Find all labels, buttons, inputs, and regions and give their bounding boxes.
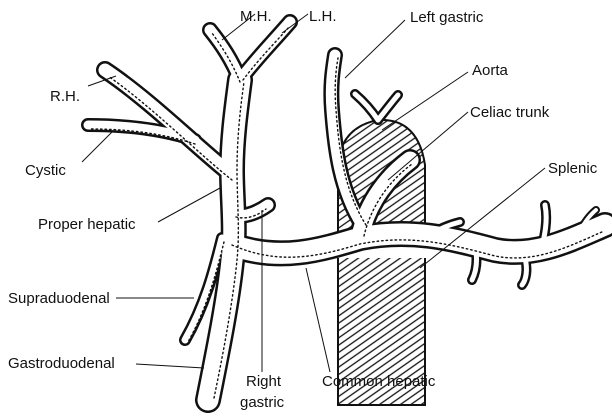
label-celiac-trunk: Celiac trunk — [470, 104, 549, 121]
label-proper-hepatic: Proper hepatic — [38, 216, 136, 233]
label-cystic: Cystic — [25, 162, 66, 179]
label-left-gastric: Left gastric — [410, 9, 483, 26]
label-aorta: Aorta — [472, 62, 508, 79]
label-supraduodenal: Supraduodenal — [8, 290, 110, 307]
leader-common-hepatic — [306, 268, 330, 372]
leader-cystic — [82, 132, 112, 162]
label-splenic: Splenic — [548, 160, 597, 177]
label-middle-hepatic: M.H. — [240, 8, 272, 25]
label-right-hepatic: R.H. — [50, 88, 80, 105]
label-right-gastric-line1: Right — [246, 373, 281, 390]
label-right-gastric-line2: gastric — [240, 394, 284, 411]
leader-proper-hepatic — [158, 188, 220, 222]
label-common-hepatic: Common hepatic — [322, 373, 435, 390]
label-left-hepatic: L.H. — [309, 8, 337, 25]
leader-left-gastric — [345, 20, 405, 78]
label-gastroduodenal: Gastroduodenal — [8, 355, 115, 372]
leader-gastroduodenal — [136, 364, 204, 368]
